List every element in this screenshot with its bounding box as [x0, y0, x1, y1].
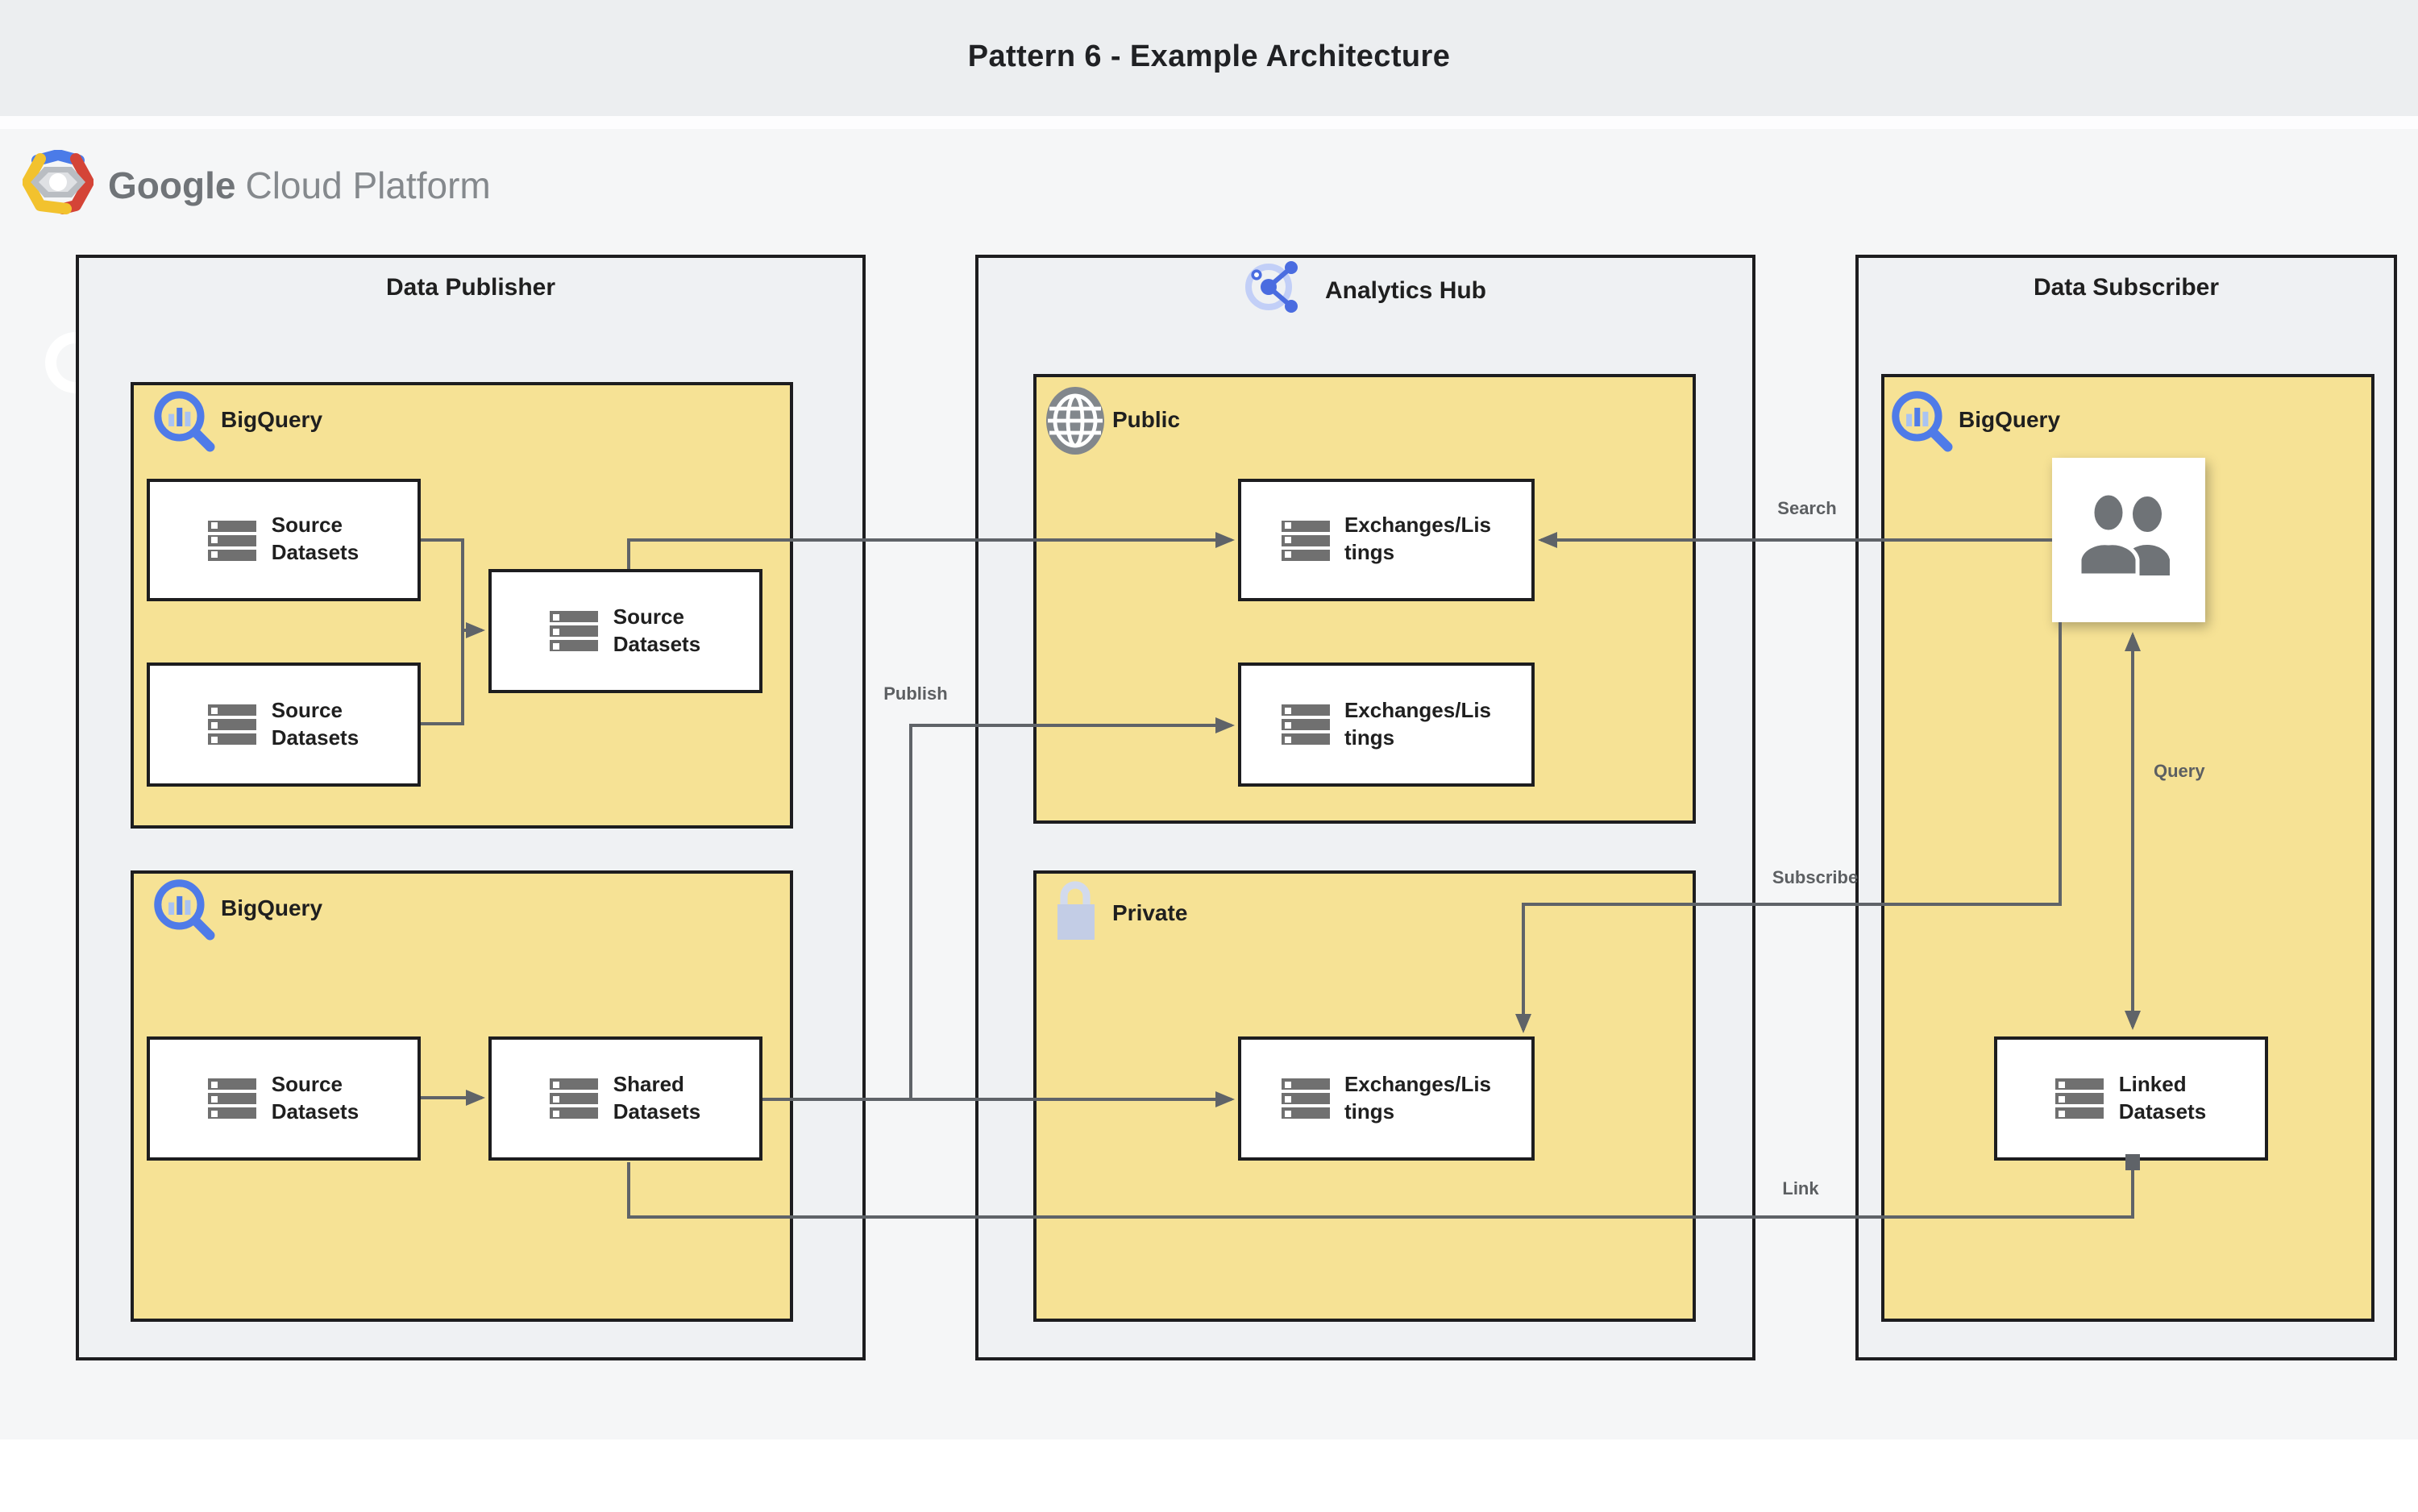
hub-private-label: Private [1112, 899, 1188, 925]
node-label: Exchanges/Lis tings [1344, 513, 1492, 564]
publisher-source-datasets-a: Source Datasets [147, 479, 421, 601]
dataset-icon [208, 701, 257, 748]
publisher-bigquery-top-label: BigQuery [221, 406, 323, 432]
gcp-hexagon-icon [22, 148, 94, 222]
dataset-icon [1281, 1075, 1330, 1122]
bottom-band [0, 1439, 2418, 1512]
title-band: Pattern 6 - Example Architecture [0, 0, 2418, 116]
node-label: Shared Datasets [613, 1071, 701, 1123]
publisher-shared-datasets: Shared Datasets [488, 1036, 762, 1161]
analytics-hub-icon [1244, 253, 1306, 327]
lock-icon [1051, 880, 1099, 956]
node-label: Source Datasets [271, 1071, 359, 1123]
hub-public-exchange-b: Exchanges/Lis tings [1238, 663, 1535, 787]
bigquery-icon [1888, 387, 1955, 463]
publisher-source-datasets-c: Source Datasets [147, 1036, 421, 1161]
dataset-icon [208, 1075, 257, 1122]
globe-icon [1043, 384, 1107, 466]
node-label: Exchanges/Lis tings [1344, 1071, 1492, 1123]
page-title: Pattern 6 - Example Architecture [967, 40, 1451, 74]
edge-label-subscribe: Subscribe [1772, 869, 1859, 888]
gcp-logo-primary: Google [108, 164, 236, 206]
edge-label-search: Search [1777, 500, 1837, 519]
hub-public-exchange-a: Exchanges/Lis tings [1238, 479, 1535, 601]
subscriber-users-card [2052, 458, 2205, 622]
analytics-hub-header: Analytics Hub [975, 255, 1755, 326]
dataset-icon [1281, 517, 1330, 563]
node-label: Source Datasets [271, 513, 359, 564]
bigquery-icon [150, 875, 218, 951]
publisher-source-datasets-merged: Source Datasets [488, 569, 762, 693]
people-icon [2075, 490, 2182, 589]
subscriber-linked-datasets: Linked Datasets [1994, 1036, 2268, 1161]
gcp-logo-secondary: Cloud Platform [245, 164, 491, 206]
subscriber-bigquery-label: BigQuery [1959, 406, 2061, 432]
publisher-source-datasets-b: Source Datasets [147, 663, 421, 787]
node-label: Exchanges/Lis tings [1344, 697, 1492, 749]
hub-public-label: Public [1112, 406, 1181, 432]
publisher-bigquery-bottom-label: BigQuery [221, 895, 323, 920]
data-publisher-title: Data Publisher [385, 274, 556, 301]
dataset-icon [1281, 701, 1330, 748]
node-label: Linked Datasets [2118, 1071, 2207, 1123]
dataset-icon [550, 608, 599, 654]
node-label: Source Datasets [271, 697, 359, 749]
edge-label-query: Query [2154, 762, 2205, 782]
edge-label-link: Link [1782, 1180, 1819, 1199]
hub-private-exchange: Exchanges/Lis tings [1238, 1036, 1535, 1161]
dataset-icon [2055, 1075, 2104, 1122]
edge-label-publish: Publish [883, 685, 948, 704]
bigquery-icon [150, 387, 218, 463]
divider-strip [0, 116, 2418, 129]
node-label: Source Datasets [613, 604, 701, 655]
dataset-icon [550, 1075, 599, 1122]
dataset-icon [208, 517, 257, 563]
analytics-hub-title: Analytics Hub [1324, 276, 1487, 304]
data-subscriber-title: Data Subscriber [2033, 274, 2220, 301]
